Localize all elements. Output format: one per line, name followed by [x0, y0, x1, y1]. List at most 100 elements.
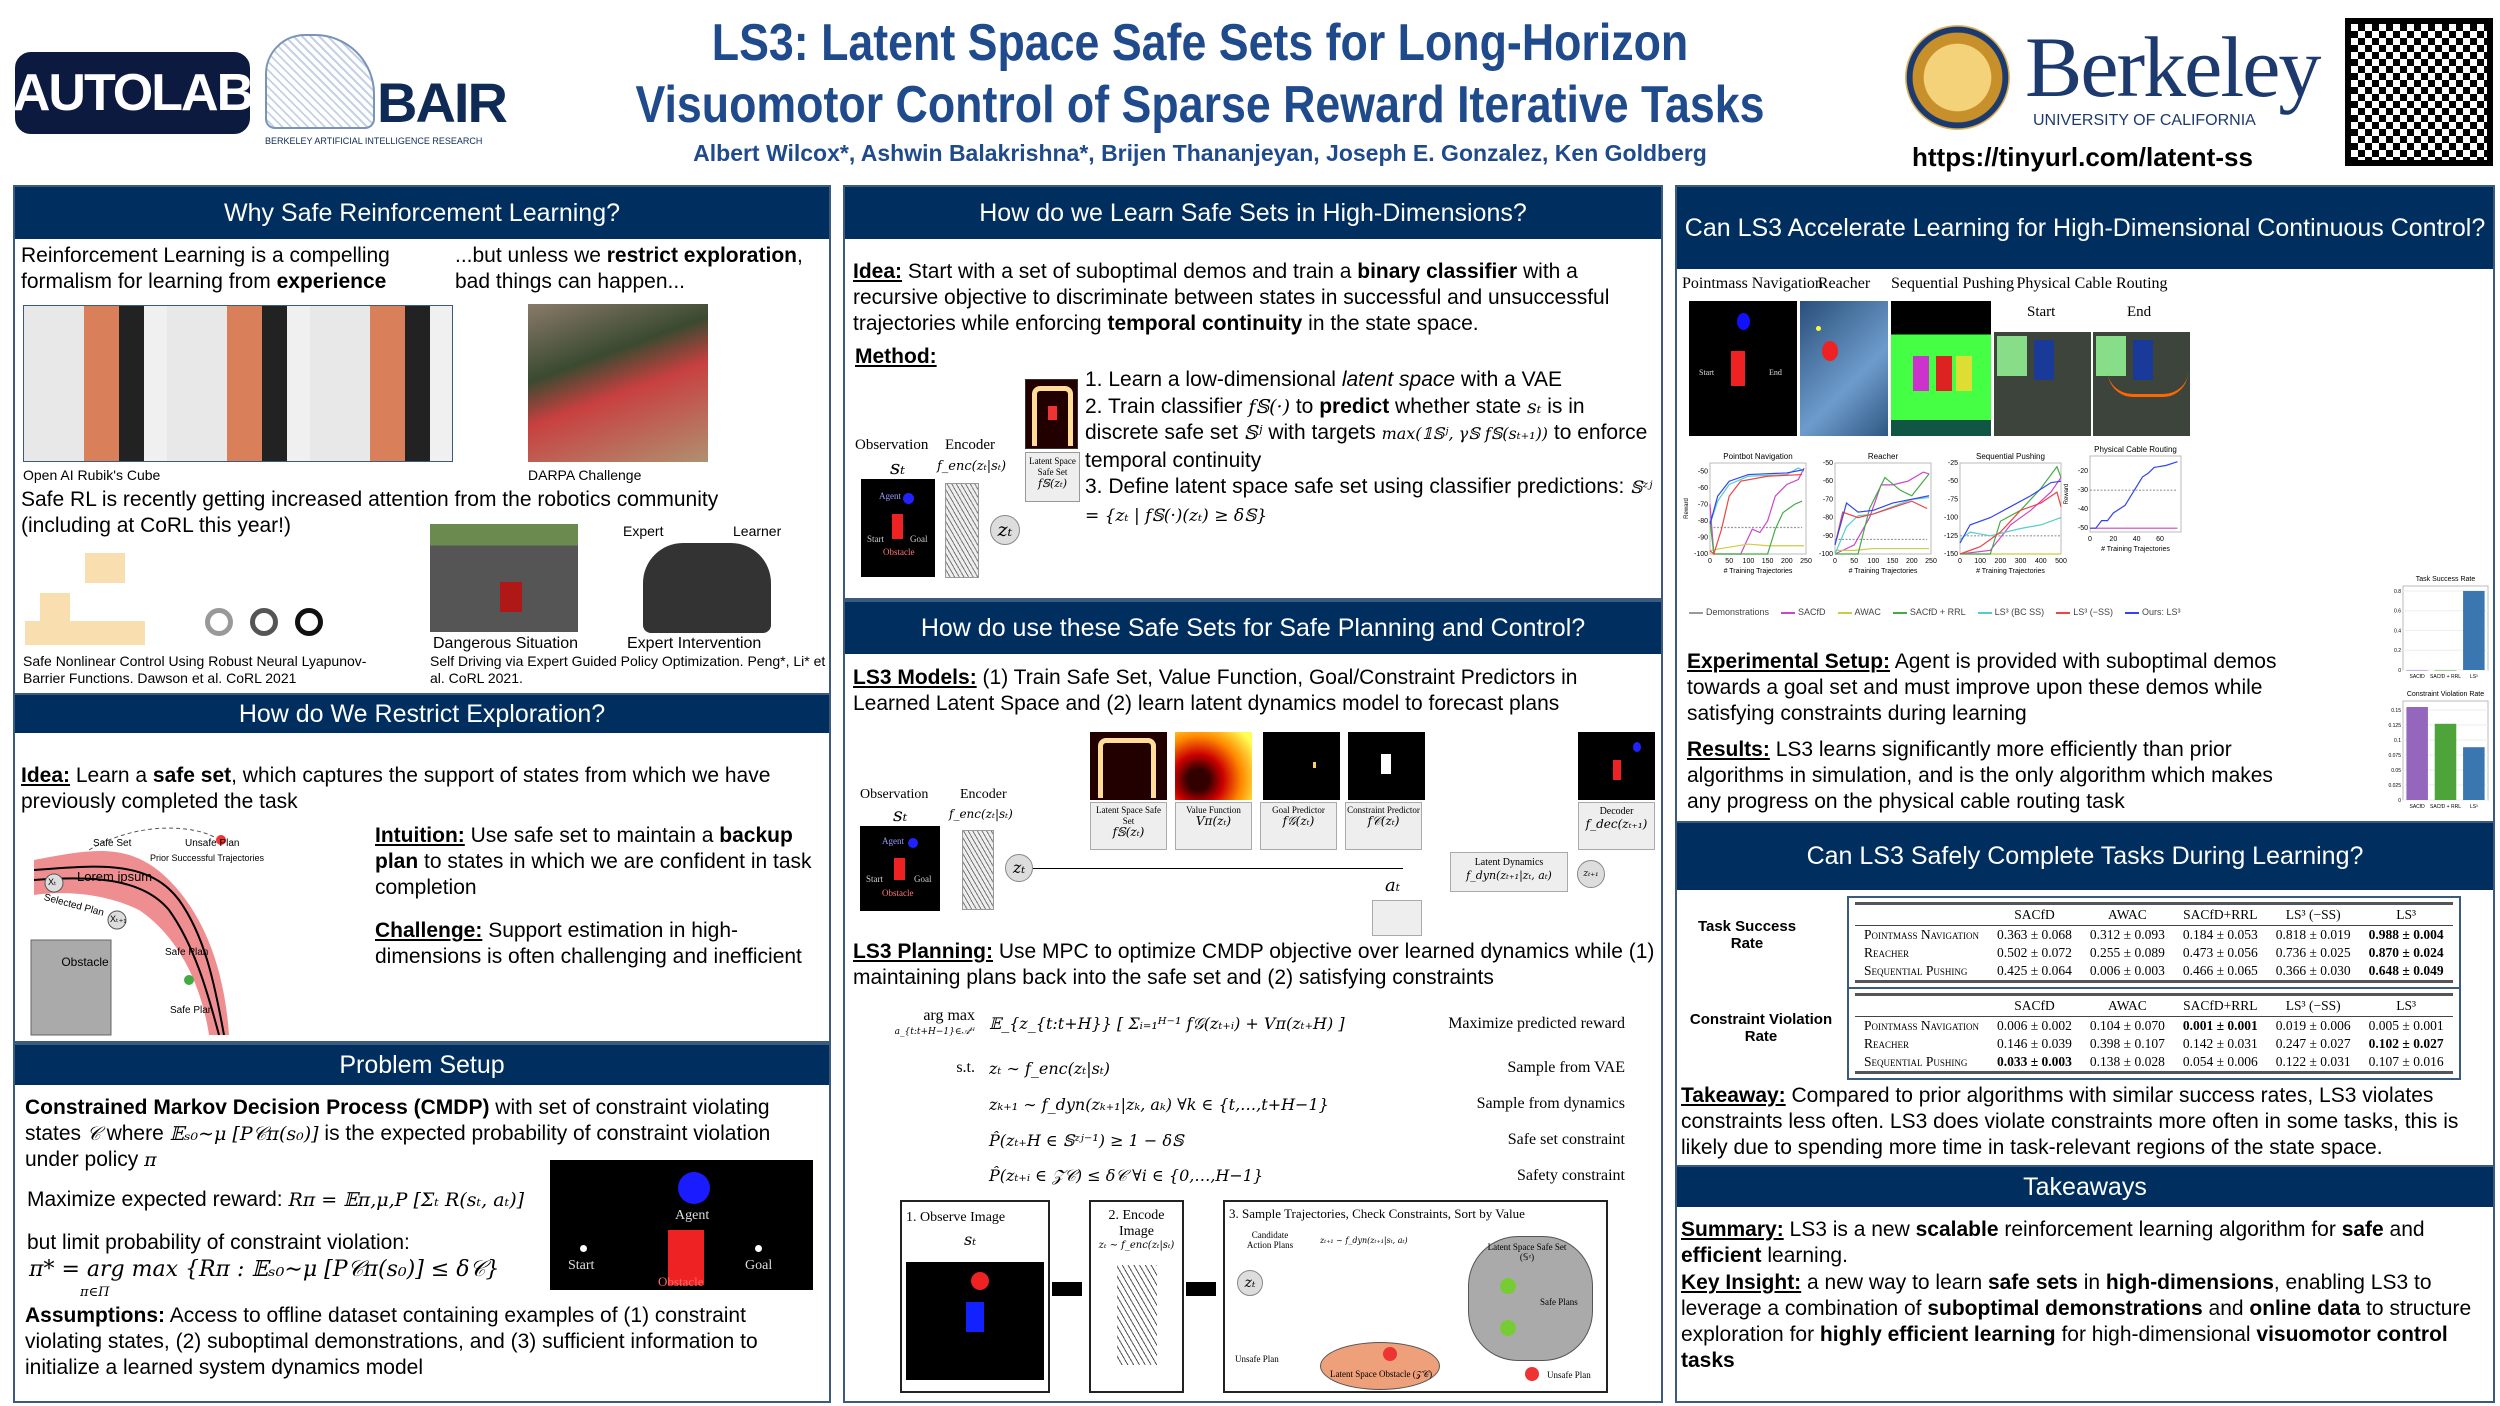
arrow-right-icon — [1052, 1282, 1082, 1296]
series-line-awac — [1709, 543, 1805, 552]
pushing-env-image — [1891, 301, 1991, 436]
obstacle-label: Obstacle — [882, 888, 914, 898]
legend-label: LS³ (BC SS) — [1994, 607, 2045, 617]
table-cell: 0.006 ± 0.003 — [2089, 963, 2165, 978]
bar-sacfd-rrl — [2434, 670, 2457, 671]
opt-expression: zₜ ∼ f_enc(zₜ|sₜ) — [989, 1058, 1111, 1078]
text: for high-dimensional — [2055, 1323, 2257, 1346]
legend-swatch — [1781, 611, 1796, 614]
cable-start-image — [1994, 332, 2091, 436]
y-tick-label: 0.05 — [2391, 768, 2401, 774]
opt-expression: zₖ₊₁ ∼ f_dyn(zₖ₊₁|zₖ, aₖ) ∀k ∈ {t,…,t+H−… — [989, 1094, 1329, 1114]
label: Idea: — [853, 260, 903, 283]
table-cell: 0.466 ± 0.065 — [2182, 963, 2258, 978]
legend-label: SACfD + RRL — [1909, 607, 1966, 617]
text: 2. Encode Image — [1108, 1208, 1165, 1239]
y-tick-label: 0.2 — [2394, 648, 2401, 654]
text: f𝕊(zₜ) — [1112, 825, 1145, 839]
text: a_{t:t+H−1}∈𝒜ᴴ — [894, 1027, 975, 1037]
diagram-label: f_enc(zₜ|sₜ) — [949, 807, 1013, 821]
text: ...but unless we — [455, 244, 607, 267]
section-why-safe-rl: Why Safe Reinforcement Learning? Reinfor… — [13, 185, 831, 695]
step-3: 3. Define latent space safe set using cl… — [1085, 474, 1660, 529]
y-tick-label: -125 — [1944, 533, 1958, 540]
legend-item: SACfD — [1781, 607, 1826, 617]
text: zₜ — [1244, 1275, 1256, 1291]
plot-frame — [1834, 462, 1932, 555]
table-cell: 0.312 ± 0.093 — [2089, 927, 2165, 942]
opt-note: Maximize predicted reward — [1448, 1015, 1625, 1032]
text: online data — [2249, 1297, 2361, 1320]
text: reinforcement learning algorithm for — [1998, 1218, 2342, 1241]
math: f𝕊(·) — [1248, 395, 1291, 418]
opt-note: Safety constraint — [1517, 1167, 1625, 1184]
text: Use MPC to optimize CMDP objective over … — [853, 940, 1655, 989]
table-label: Task Success Rate — [1697, 918, 1797, 952]
y-tick-label: -100 — [1819, 551, 1833, 558]
text: Start with a set of suboptimal demos and… — [902, 260, 1358, 283]
x-tick-label: 50 — [1850, 558, 1858, 565]
car-icon — [643, 543, 771, 633]
y-tick-label: -50 — [2078, 525, 2088, 532]
autolab-logo-text: AUTOLAB — [12, 64, 254, 122]
caption: Safe Nonlinear Control Using Robust Neur… — [23, 653, 367, 686]
table-cell: 0.102 ± 0.027 — [2368, 1036, 2444, 1051]
bear-icon — [265, 34, 375, 129]
y-tick-label: -50 — [1823, 460, 1833, 467]
berkeley-seal-icon — [1905, 25, 2010, 130]
task-name: Sequential Pushing — [1864, 963, 1968, 978]
column-header: SACfD+RRL — [2173, 994, 2267, 1017]
text: to enforce temporal continuity — [1085, 421, 1648, 472]
y-tick-label: -20 — [2078, 468, 2088, 475]
optimization-row: s.t.zₜ ∼ f_enc(zₜ|sₜ)Sample from VAE — [885, 1050, 1625, 1086]
table-cell: 0.107 ± 0.016 — [2368, 1054, 2444, 1069]
opt-expression: P̂(zₜ₊ᵢ ∈ 𝒵𝒞) ≤ δ𝒞 ∀i ∈ {0,…,H−1} — [989, 1166, 1264, 1185]
models-text: LS3 Models: (1) Train Safe Set, Value Fu… — [853, 665, 1658, 717]
text: whether state — [1389, 394, 1527, 418]
planning-text: LS3 Planning: Use MPC to optimize CMDP o… — [853, 939, 1658, 991]
column-header: AWAC — [2080, 903, 2174, 926]
text: to structure exploration for — [1681, 1297, 2472, 1346]
text: Use safe set to maintain a — [464, 824, 720, 847]
limit-text: but limit probability of constraint viol… — [27, 1231, 410, 1254]
text: zₜ₊₁ — [1583, 869, 1599, 879]
restrict-text: ...but unless we restrict exploration, b… — [455, 243, 830, 295]
y-tick-label: -40 — [2078, 506, 2088, 513]
end-label: End — [1769, 368, 1782, 377]
text: with targets — [1262, 421, 1382, 444]
text: Learn a — [70, 764, 153, 787]
section-restrict-exploration: How do We Restrict Exploration? Idea: Le… — [13, 693, 831, 1043]
project-url[interactable]: https://tinyurl.com/latent-ss — [1912, 142, 2253, 172]
env-title: Physical Cable Routing — [2016, 275, 2168, 292]
table-cell: 0.870 ± 0.024 — [2368, 945, 2444, 960]
pipeline-observe-box: 1. Observe Image sₜ — [900, 1200, 1050, 1393]
text: arg max — [923, 1007, 975, 1024]
optimization-row: zₖ₊₁ ∼ f_dyn(zₖ₊₁|zₖ, aₖ) ∀k ∈ {t,…,t+H−… — [885, 1086, 1625, 1122]
text: high-dimensions — [2105, 1271, 2274, 1294]
text: where — [100, 1122, 170, 1145]
column-header: SACfD — [1987, 903, 2081, 926]
math: 𝕊ʲ — [1243, 422, 1263, 444]
text: Unsafe Plan — [1547, 1370, 1591, 1380]
text: 2. Train classifier — [1085, 394, 1249, 418]
maximize-text: Maximize expected reward: Rπ = 𝔼π,μ,P [Σ… — [27, 1187, 524, 1213]
legend-label: LS³ (−SS) — [2073, 607, 2113, 617]
text: in the state space. — [1302, 312, 1479, 335]
legend-label: Ours: LS³ — [2141, 607, 2181, 617]
plot-frame — [2089, 455, 2182, 533]
obstacle-label: Obstacle — [658, 1274, 704, 1289]
text: Safe Plans — [1540, 1297, 1578, 1307]
start-label: Start — [867, 534, 884, 544]
x-tick-label: 300 — [2015, 558, 2027, 565]
qr-code-icon[interactable] — [2345, 18, 2493, 166]
next-latent-node: zₜ₊₁ — [1577, 860, 1605, 888]
text: a new way to learn — [1801, 1271, 1988, 1294]
rl-intro-text: Reinforcement Learning is a compelling f… — [21, 243, 449, 295]
